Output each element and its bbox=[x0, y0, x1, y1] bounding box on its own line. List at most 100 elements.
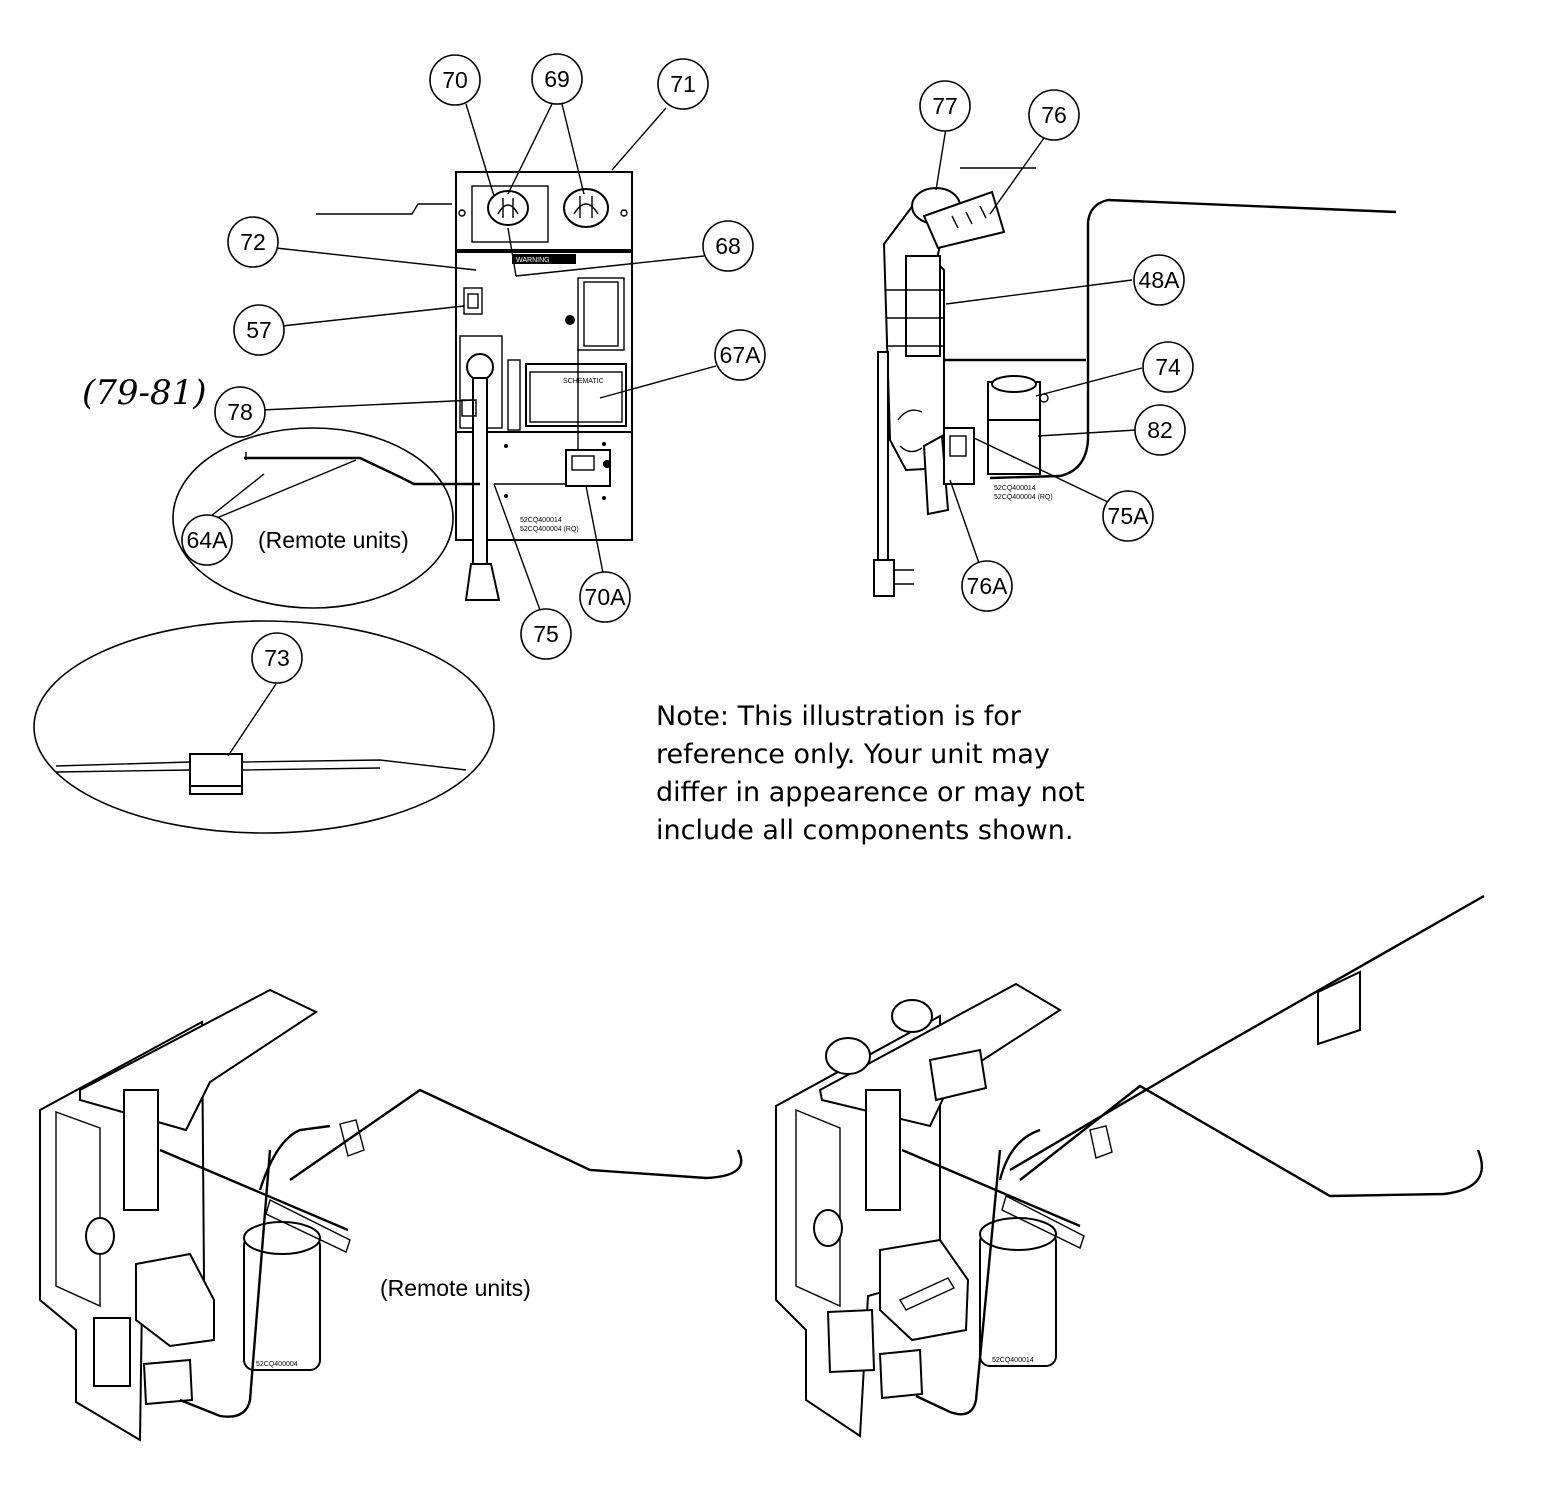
callout-70a-text: 70A bbox=[585, 584, 627, 610]
callout-64a-text: 64A bbox=[187, 527, 229, 553]
leader-lines bbox=[205, 103, 1143, 757]
remote-units-callout-ellipse bbox=[172, 427, 454, 609]
callout-78-text: 78 bbox=[227, 399, 253, 425]
isometric-view-remote: 52CQ400004 bbox=[39, 988, 743, 1442]
control-box-side-view: 52CQ400014 52CQ400004 (RQ) bbox=[873, 187, 1397, 597]
iso-clip bbox=[1089, 1125, 1113, 1159]
callout-57: 57 bbox=[233, 304, 285, 356]
panel-screw bbox=[458, 209, 466, 217]
iso-capillary bbox=[289, 1088, 743, 1181]
iso-component bbox=[879, 1238, 970, 1342]
iso-wire-loop bbox=[179, 1124, 331, 1418]
sensor-clip bbox=[189, 753, 243, 787]
iso-terminal-block bbox=[93, 1317, 131, 1387]
callout-67a-text: 67A bbox=[720, 342, 762, 368]
sensor-detail-ellipse bbox=[33, 620, 495, 834]
relay-window bbox=[577, 277, 625, 351]
rivet bbox=[504, 494, 508, 498]
callout-70-text: 70 bbox=[442, 67, 468, 93]
note-line: reference only. Your unit may bbox=[656, 739, 1050, 770]
warning-label bbox=[512, 254, 576, 264]
callout-74: 74 bbox=[1142, 341, 1194, 393]
reference-note: Note: This illustration is for reference… bbox=[656, 698, 1136, 850]
callout-77-text: 77 bbox=[932, 93, 958, 119]
capillary-tube bbox=[316, 203, 452, 215]
warning-label-text: WARNING bbox=[516, 257, 550, 264]
sensor-clip-base bbox=[189, 785, 243, 795]
bracket-76a bbox=[922, 434, 950, 516]
iso-component bbox=[135, 1252, 215, 1348]
rod-ring bbox=[466, 353, 494, 381]
side-bracket-lines bbox=[886, 289, 944, 347]
callout-82: 82 bbox=[1134, 404, 1186, 456]
iso-motor-strap bbox=[898, 1277, 956, 1311]
part-number-text: 52CQ400014 bbox=[994, 485, 1036, 492]
iso-inner-panel bbox=[55, 1111, 101, 1308]
iso-cylinder bbox=[813, 1209, 843, 1247]
selector-knob bbox=[563, 188, 609, 228]
side-handle bbox=[873, 559, 895, 597]
iso-wire-loop bbox=[915, 1128, 1041, 1416]
iso-relay bbox=[865, 1089, 901, 1211]
part-number-text: 52CQ400004 (RQ) bbox=[994, 494, 1053, 501]
callout-69: 69 bbox=[531, 53, 583, 105]
callout-71-text: 71 bbox=[670, 71, 696, 97]
callout-71: 71 bbox=[657, 58, 709, 110]
terminal-contacts bbox=[571, 455, 595, 471]
iso-cylinder bbox=[85, 1217, 115, 1255]
callout-68: 68 bbox=[702, 220, 754, 272]
callout-75a: 75A bbox=[1102, 490, 1154, 542]
capacitor-label: 52CQ400004 bbox=[256, 1361, 298, 1368]
rod-handle bbox=[464, 563, 501, 601]
thermostat-knob bbox=[487, 190, 529, 226]
isometric-view-standard: 52CQ400014 bbox=[775, 894, 1485, 1438]
capacitor-label: 52CQ400014 bbox=[992, 1357, 1034, 1364]
callout-73-text: 73 bbox=[264, 645, 290, 671]
part-number-text: 52CQ400014 bbox=[520, 517, 562, 524]
iso-switch bbox=[928, 1048, 988, 1102]
relay bbox=[583, 281, 619, 347]
callout-76a: 76A bbox=[961, 560, 1013, 612]
handwritten-note: (79-81) bbox=[82, 373, 207, 413]
capillary-loop bbox=[989, 198, 1397, 480]
capacitor-top bbox=[991, 375, 1037, 393]
selector-knob-grip bbox=[573, 196, 599, 218]
callout-76: 76 bbox=[1028, 89, 1080, 141]
iso-terminal bbox=[142, 1358, 194, 1406]
defrost-rod bbox=[472, 377, 488, 565]
callout-72-text: 72 bbox=[240, 229, 266, 255]
iso-terminal bbox=[878, 1348, 924, 1400]
remote-units-label: (Remote units) bbox=[380, 1275, 531, 1301]
schematic-text: SCHEMATIC bbox=[563, 378, 604, 385]
iso-inner-panel bbox=[795, 1108, 841, 1308]
iso-selector-knob bbox=[891, 999, 933, 1033]
iso-relay bbox=[123, 1089, 159, 1211]
iso-rod bbox=[901, 1148, 1081, 1228]
iso-capacitor-top bbox=[243, 1221, 321, 1255]
iso-rod bbox=[159, 1148, 349, 1232]
iso-sensor-tube bbox=[1009, 894, 1485, 1172]
sensor-tube-left bbox=[55, 761, 191, 773]
switch-pins bbox=[951, 205, 987, 229]
sensor-wire bbox=[244, 456, 480, 486]
callout-75a-text: 75A bbox=[1108, 503, 1150, 529]
callout-76a-text: 76A bbox=[967, 573, 1009, 599]
switch-toggle bbox=[467, 293, 479, 309]
callout-82-text: 82 bbox=[1147, 417, 1173, 443]
sensor-tube-right bbox=[241, 759, 467, 771]
terminal-screw bbox=[603, 460, 611, 468]
callout-77: 77 bbox=[919, 80, 971, 132]
remote-units-label: (Remote units) bbox=[258, 527, 409, 553]
note-line: Note: This illustration is for bbox=[656, 701, 1021, 732]
indicator-dot bbox=[565, 315, 575, 325]
handle-pins bbox=[894, 569, 914, 585]
iso-capillary bbox=[1019, 1084, 1484, 1198]
rivet bbox=[602, 496, 606, 500]
iso-thermostat bbox=[825, 1037, 871, 1075]
sensor-73-detail bbox=[33, 620, 495, 834]
iso-sensor-clip bbox=[1317, 970, 1361, 1046]
iso-bracket bbox=[265, 1198, 351, 1253]
part-number-text: 52CQ400004 (RQ) bbox=[520, 526, 579, 533]
callout-48a-text: 48A bbox=[1139, 267, 1181, 293]
callout-48a: 48A bbox=[1133, 254, 1185, 306]
